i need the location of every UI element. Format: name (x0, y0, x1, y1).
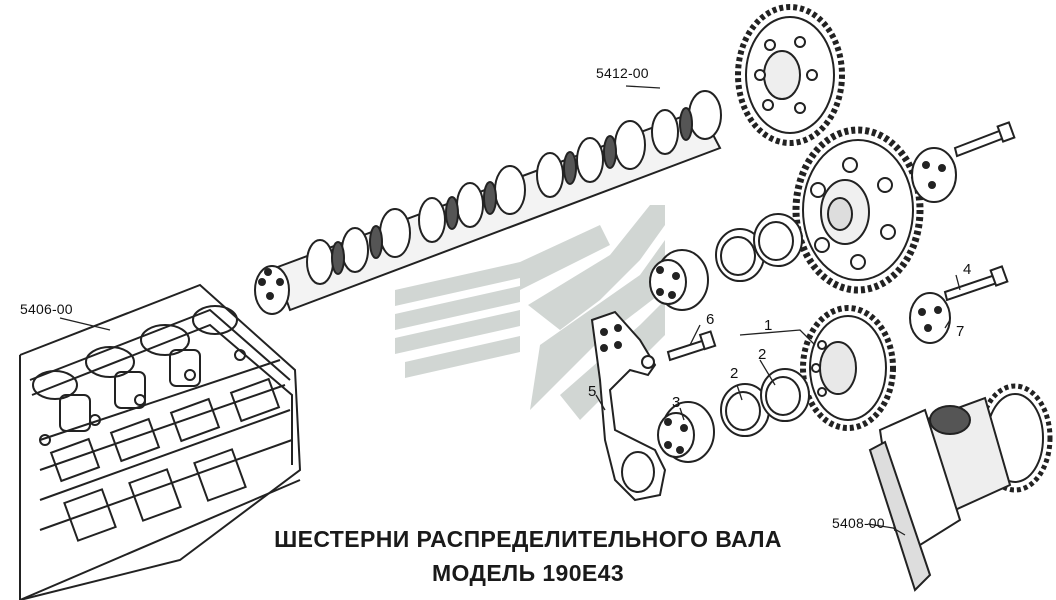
leader-lines (59, 85, 961, 536)
thrust-plate-upper (911, 147, 957, 203)
idler-gear (792, 126, 924, 294)
bushing-set-lower (657, 368, 810, 463)
crankshaft-ref-label: 5408-00 (832, 515, 885, 531)
bolt-upper (953, 121, 1016, 158)
crankshaft-gear (800, 305, 896, 431)
crankshaft (868, 383, 1053, 592)
caption-title: ШЕСТЕРНИ РАСПРЕДЕЛИТЕЛЬНОГО ВАЛА (274, 526, 782, 552)
camshaft-gear (735, 4, 845, 146)
bolt-4 (943, 265, 1009, 302)
bolt-6 (666, 330, 717, 362)
callout-5: 5 (588, 383, 597, 400)
cylinder-block-ref-label: 5406-00 (20, 301, 73, 317)
callout-6: 6 (706, 311, 715, 328)
support-bracket (590, 310, 667, 502)
thrust-plate-7 (909, 292, 951, 344)
caption-model: МОДЕЛЬ 190Е43 (431, 560, 625, 586)
callout-7: 7 (956, 323, 965, 340)
camshaft (254, 90, 722, 315)
bushing-set-upper (649, 213, 803, 311)
callout-4: 4 (963, 261, 972, 278)
callout-2-lower: 2 (730, 365, 739, 382)
cylinder-block (19, 283, 302, 600)
callout-1: 1 (764, 317, 773, 334)
callout-3: 3 (672, 394, 681, 411)
callout-2-upper: 2 (758, 346, 767, 363)
camshaft-ref-label: 5412-00 (596, 65, 649, 81)
